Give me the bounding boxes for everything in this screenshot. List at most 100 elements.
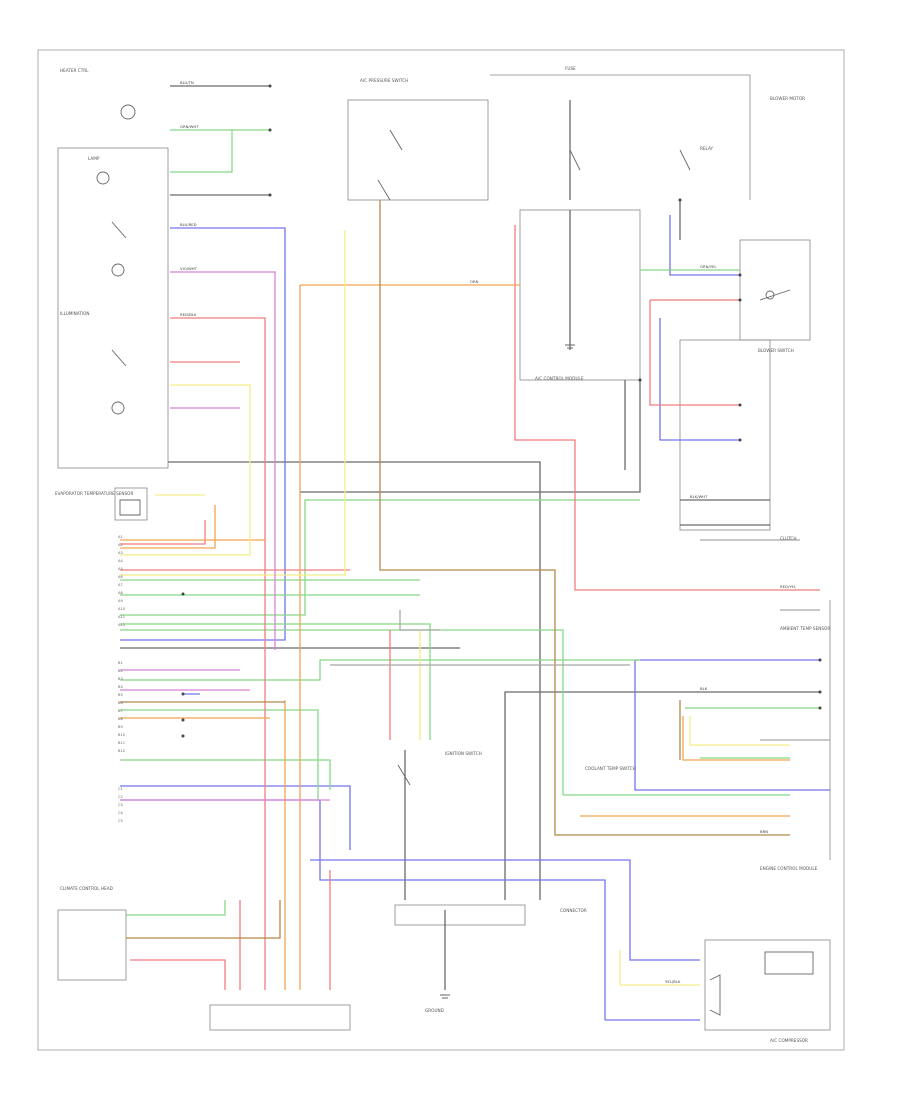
component-boxes — [57, 74, 831, 1031]
label-ac-module: A/C CONTROL MODULE — [535, 376, 584, 381]
pin-label: A7 — [118, 583, 123, 587]
switch-1 — [111, 221, 127, 239]
recirc-lamp-symbol — [111, 401, 125, 415]
label-lamp: LAMP — [88, 156, 100, 161]
wire-grey — [330, 539, 830, 741]
evap-sensor-box — [114, 487, 148, 521]
relay-switch-1 — [389, 129, 403, 151]
pin-label: A11 — [118, 615, 125, 619]
label-ac-pressure-switch: A/C PRESSURE SWITCH — [360, 78, 408, 83]
label-illumination: ILLUMINATION — [60, 311, 90, 316]
wire-orange — [120, 284, 790, 990]
compressor-clutch-coil — [709, 974, 721, 1016]
pin-label: C2 — [118, 795, 123, 799]
wire-red — [120, 225, 820, 990]
wire-label-3: BLU/RED — [180, 222, 197, 227]
pin-label: A5 — [118, 567, 123, 571]
compressor-box — [704, 939, 831, 1031]
pin-label: B3 — [118, 677, 123, 681]
pin-label: B5 — [118, 693, 123, 697]
relay-box — [347, 99, 489, 201]
pin-label: A3 — [118, 551, 123, 555]
label-ecm: ENGINE CONTROL MODULE — [760, 866, 818, 871]
labels: HEATER CTRL LAMP ILLUMINATION EVAPORATOR… — [55, 66, 830, 1043]
wire-blue — [120, 215, 830, 1021]
pin-label: B11 — [118, 741, 125, 745]
pin-label: A12 — [118, 623, 125, 627]
ac-module-box — [519, 209, 641, 381]
label-relay: RELAY — [700, 146, 714, 151]
pin-label: B7 — [118, 709, 123, 713]
pin-label: A1 — [118, 535, 123, 539]
ground-symbol-2 — [440, 994, 450, 999]
wire-label-10: BLK — [700, 686, 708, 691]
pin-label: B4 — [118, 685, 123, 689]
wires — [120, 85, 830, 1021]
pin-label: B8 — [118, 717, 123, 721]
label-climate-control-head: CLIMATE CONTROL HEAD — [60, 886, 113, 891]
lamp-symbol — [120, 104, 136, 120]
pin-label: B1 — [118, 661, 123, 665]
pin-label: A6 — [118, 575, 123, 579]
compressor-clutch — [764, 951, 814, 975]
illumination-symbol — [111, 263, 125, 277]
wire-label-5: VIO/WHT — [180, 266, 198, 271]
wire-label-4: RED/BLK — [180, 312, 197, 317]
indicator-symbol — [96, 171, 110, 185]
pin-label: C1 — [118, 787, 123, 791]
ground-symbol-1 — [565, 344, 575, 349]
pin-label: B9 — [118, 725, 123, 729]
label-heater-ctrl: HEATER CTRL — [60, 68, 89, 73]
wire-brown — [120, 200, 790, 939]
wire-label-9: GRN/YEL — [700, 264, 717, 269]
wire-label-7: YEL/BLK — [665, 979, 681, 984]
connector-dots — [181, 84, 822, 738]
wire-label-1: BLU/TN — [180, 80, 194, 85]
wire-label-11: RED/YEL — [780, 584, 797, 589]
pin-label: B12 — [118, 749, 125, 753]
ambient-sensor-box — [57, 909, 127, 981]
wire-black — [120, 85, 820, 990]
wire-label-8: ORN — [470, 279, 479, 284]
bottom-connector — [209, 1004, 351, 1031]
label-evap-sensor: EVAPORATOR TEMPERATURE SENSOR — [55, 491, 133, 496]
fuse-switch-2 — [679, 149, 691, 171]
fuse-box — [490, 74, 751, 200]
wire-yellow — [120, 230, 790, 986]
label-ground: GROUND — [425, 1008, 444, 1013]
blower-switch-box — [739, 239, 811, 341]
ignition-switch-lever — [397, 764, 411, 786]
label-ambient-temp-sensor: AMBIENT TEMP SENSOR — [780, 626, 830, 631]
relay-switch-2 — [377, 179, 391, 201]
center-connector — [394, 904, 526, 926]
pin-label: A8 — [118, 591, 123, 595]
pin-label: B10 — [118, 733, 126, 737]
label-connector: CONNECTOR — [560, 908, 587, 913]
blower-motor-box — [679, 339, 771, 531]
pin-label: A2 — [118, 543, 123, 547]
pin-label: A9 — [118, 599, 123, 603]
diagram-border — [37, 49, 845, 1051]
label-fuse: FUSE — [565, 66, 576, 71]
pin-label: C3 — [118, 803, 123, 807]
label-ignition-switch: IGNITION SWITCH — [445, 751, 482, 756]
pin-label: B6 — [118, 701, 123, 705]
fuse-switch-1 — [569, 149, 581, 171]
wire-label-6: BLK/WHT — [690, 494, 708, 499]
wire-label-2: GRN/WHT — [180, 124, 199, 129]
pin-label: C4 — [118, 811, 124, 815]
wire-label-12: BRN — [760, 829, 768, 834]
climate-control-box — [57, 147, 169, 469]
label-clutch: CLUTCH — [780, 536, 797, 541]
pin-label: C5 — [118, 819, 123, 823]
switch-symbols — [96, 104, 791, 1016]
pin-label: A10 — [118, 607, 126, 611]
wire-green — [120, 129, 820, 916]
pin-label: B2 — [118, 669, 123, 673]
label-coolant-temp-switch: COOLANT TEMP SWITCH — [585, 766, 636, 771]
blower-switch-arm — [759, 289, 791, 301]
label-blower-switch: BLOWER SWITCH — [758, 348, 794, 353]
pin-label: A4 — [118, 559, 123, 563]
evap-sensor-coil — [119, 499, 141, 516]
